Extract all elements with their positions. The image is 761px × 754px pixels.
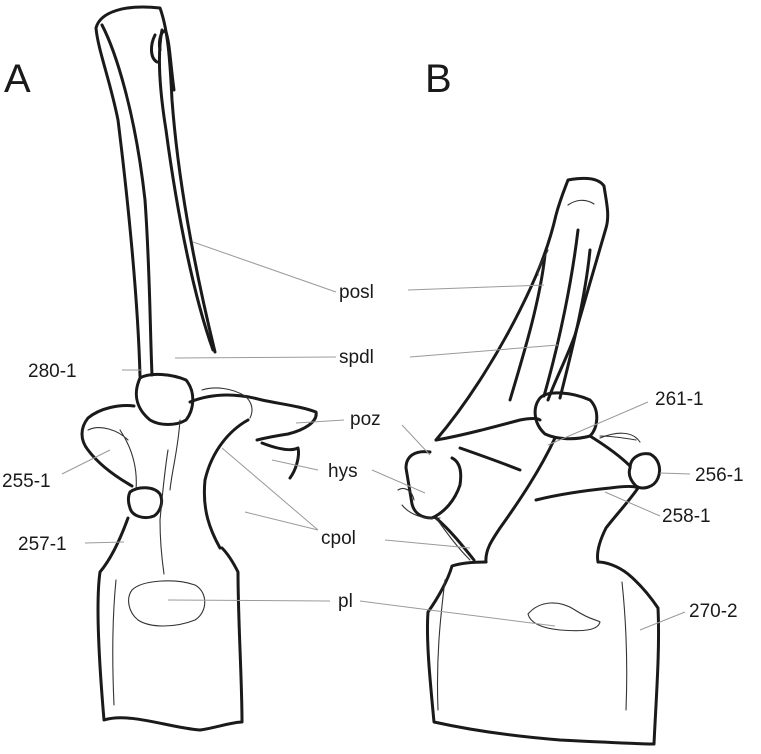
spine-a-tip-detail: [158, 29, 176, 92]
label-poz: poz: [350, 409, 381, 430]
postzyg-a: [188, 393, 318, 442]
leader-pl-b: [359, 600, 556, 627]
cap-block-a: [134, 372, 195, 426]
centrum-a-neck: [159, 519, 165, 575]
vertebra-b-drawing: [397, 176, 662, 746]
arch-b-lamina-fine: [435, 432, 641, 561]
spine-a-inner-lamina: [100, 23, 154, 377]
arch-b-lower-lamina: [434, 516, 476, 562]
leader-258-1: [604, 491, 661, 517]
leader-spdl-b: [409, 344, 559, 358]
label-hys: hys: [328, 461, 358, 482]
leader-posl-b: [407, 284, 545, 291]
leader-cpol-b: [384, 539, 471, 549]
label-256-1: 256-1: [695, 465, 744, 486]
label-cpol: cpol: [321, 528, 356, 549]
arch-b-left-lobe: [404, 450, 463, 520]
leader-pl-a: [167, 599, 331, 602]
spine-a-outline: [94, 5, 217, 378]
label-261-1: 261-1: [655, 389, 704, 410]
leader-poz-b: [401, 424, 431, 456]
spine-a-tip-detail-2: [150, 33, 159, 64]
process-a-left: [80, 404, 136, 488]
label-258-1: 258-1: [662, 506, 711, 527]
vertebra-a-drawing: [80, 5, 318, 732]
leader-hys-b: [371, 469, 426, 494]
centrum-b-right-edge: [621, 581, 628, 711]
label-280-1: 280-1: [28, 361, 77, 382]
label-pl: pl: [338, 591, 353, 612]
leader-261-1: [547, 401, 649, 446]
postzyg-a-inner: [201, 387, 253, 419]
panel-label-a: A: [4, 57, 31, 101]
centrum-b: [425, 560, 661, 746]
arch-b-ridge: [458, 446, 522, 472]
leader-256-1: [659, 472, 691, 475]
label-posl: posl: [339, 282, 374, 303]
pleurocoel-a: [128, 580, 206, 627]
knob-b: [627, 452, 662, 490]
centrum-a-left-edge: [112, 579, 117, 706]
centrum-a: [96, 516, 244, 732]
leader-hys-a: [271, 459, 319, 471]
panel-label-b: B: [425, 57, 452, 101]
label-spdl: spdl: [339, 347, 374, 368]
label-270-2: 270-2: [689, 601, 738, 622]
transverse-b-top: [588, 434, 632, 468]
spine-a-inner-ridge: [157, 28, 215, 352]
small-block-a: [127, 486, 164, 520]
spine-b-inner-fine: [537, 199, 595, 276]
spine-b-inner-3: [558, 248, 592, 400]
cpol-a-lamina: [159, 419, 181, 521]
leader-lines: [61, 241, 691, 631]
arch-b-slope: [484, 436, 557, 564]
hyposphene-a-edge: [260, 441, 300, 480]
label-257-1: 257-1: [18, 534, 67, 555]
leader-255-1: [61, 449, 111, 475]
leader-cpol-a2: [244, 511, 319, 531]
spine-b-inner-2: [542, 228, 580, 398]
leader-posl-a: [192, 241, 337, 293]
process-a-left-inner: [87, 427, 137, 491]
leader-spdl-a: [174, 356, 337, 359]
pleurocoel-b: [527, 602, 601, 632]
arch-b-top: [434, 417, 542, 442]
leader-poz-a: [295, 419, 345, 424]
transverse-b-underside: [596, 486, 640, 564]
leader-257-1: [84, 541, 125, 544]
cap-block-b: [533, 391, 599, 441]
transverse-b-bottom: [534, 485, 640, 502]
centrum-b-left-edge: [436, 579, 446, 711]
hyposphene-a: [202, 418, 250, 550]
leader-cpol-a1: [221, 447, 319, 531]
label-255-1: 255-1: [2, 471, 51, 492]
leader-270-2: [639, 611, 686, 631]
spine-b-inner-1: [508, 253, 547, 402]
